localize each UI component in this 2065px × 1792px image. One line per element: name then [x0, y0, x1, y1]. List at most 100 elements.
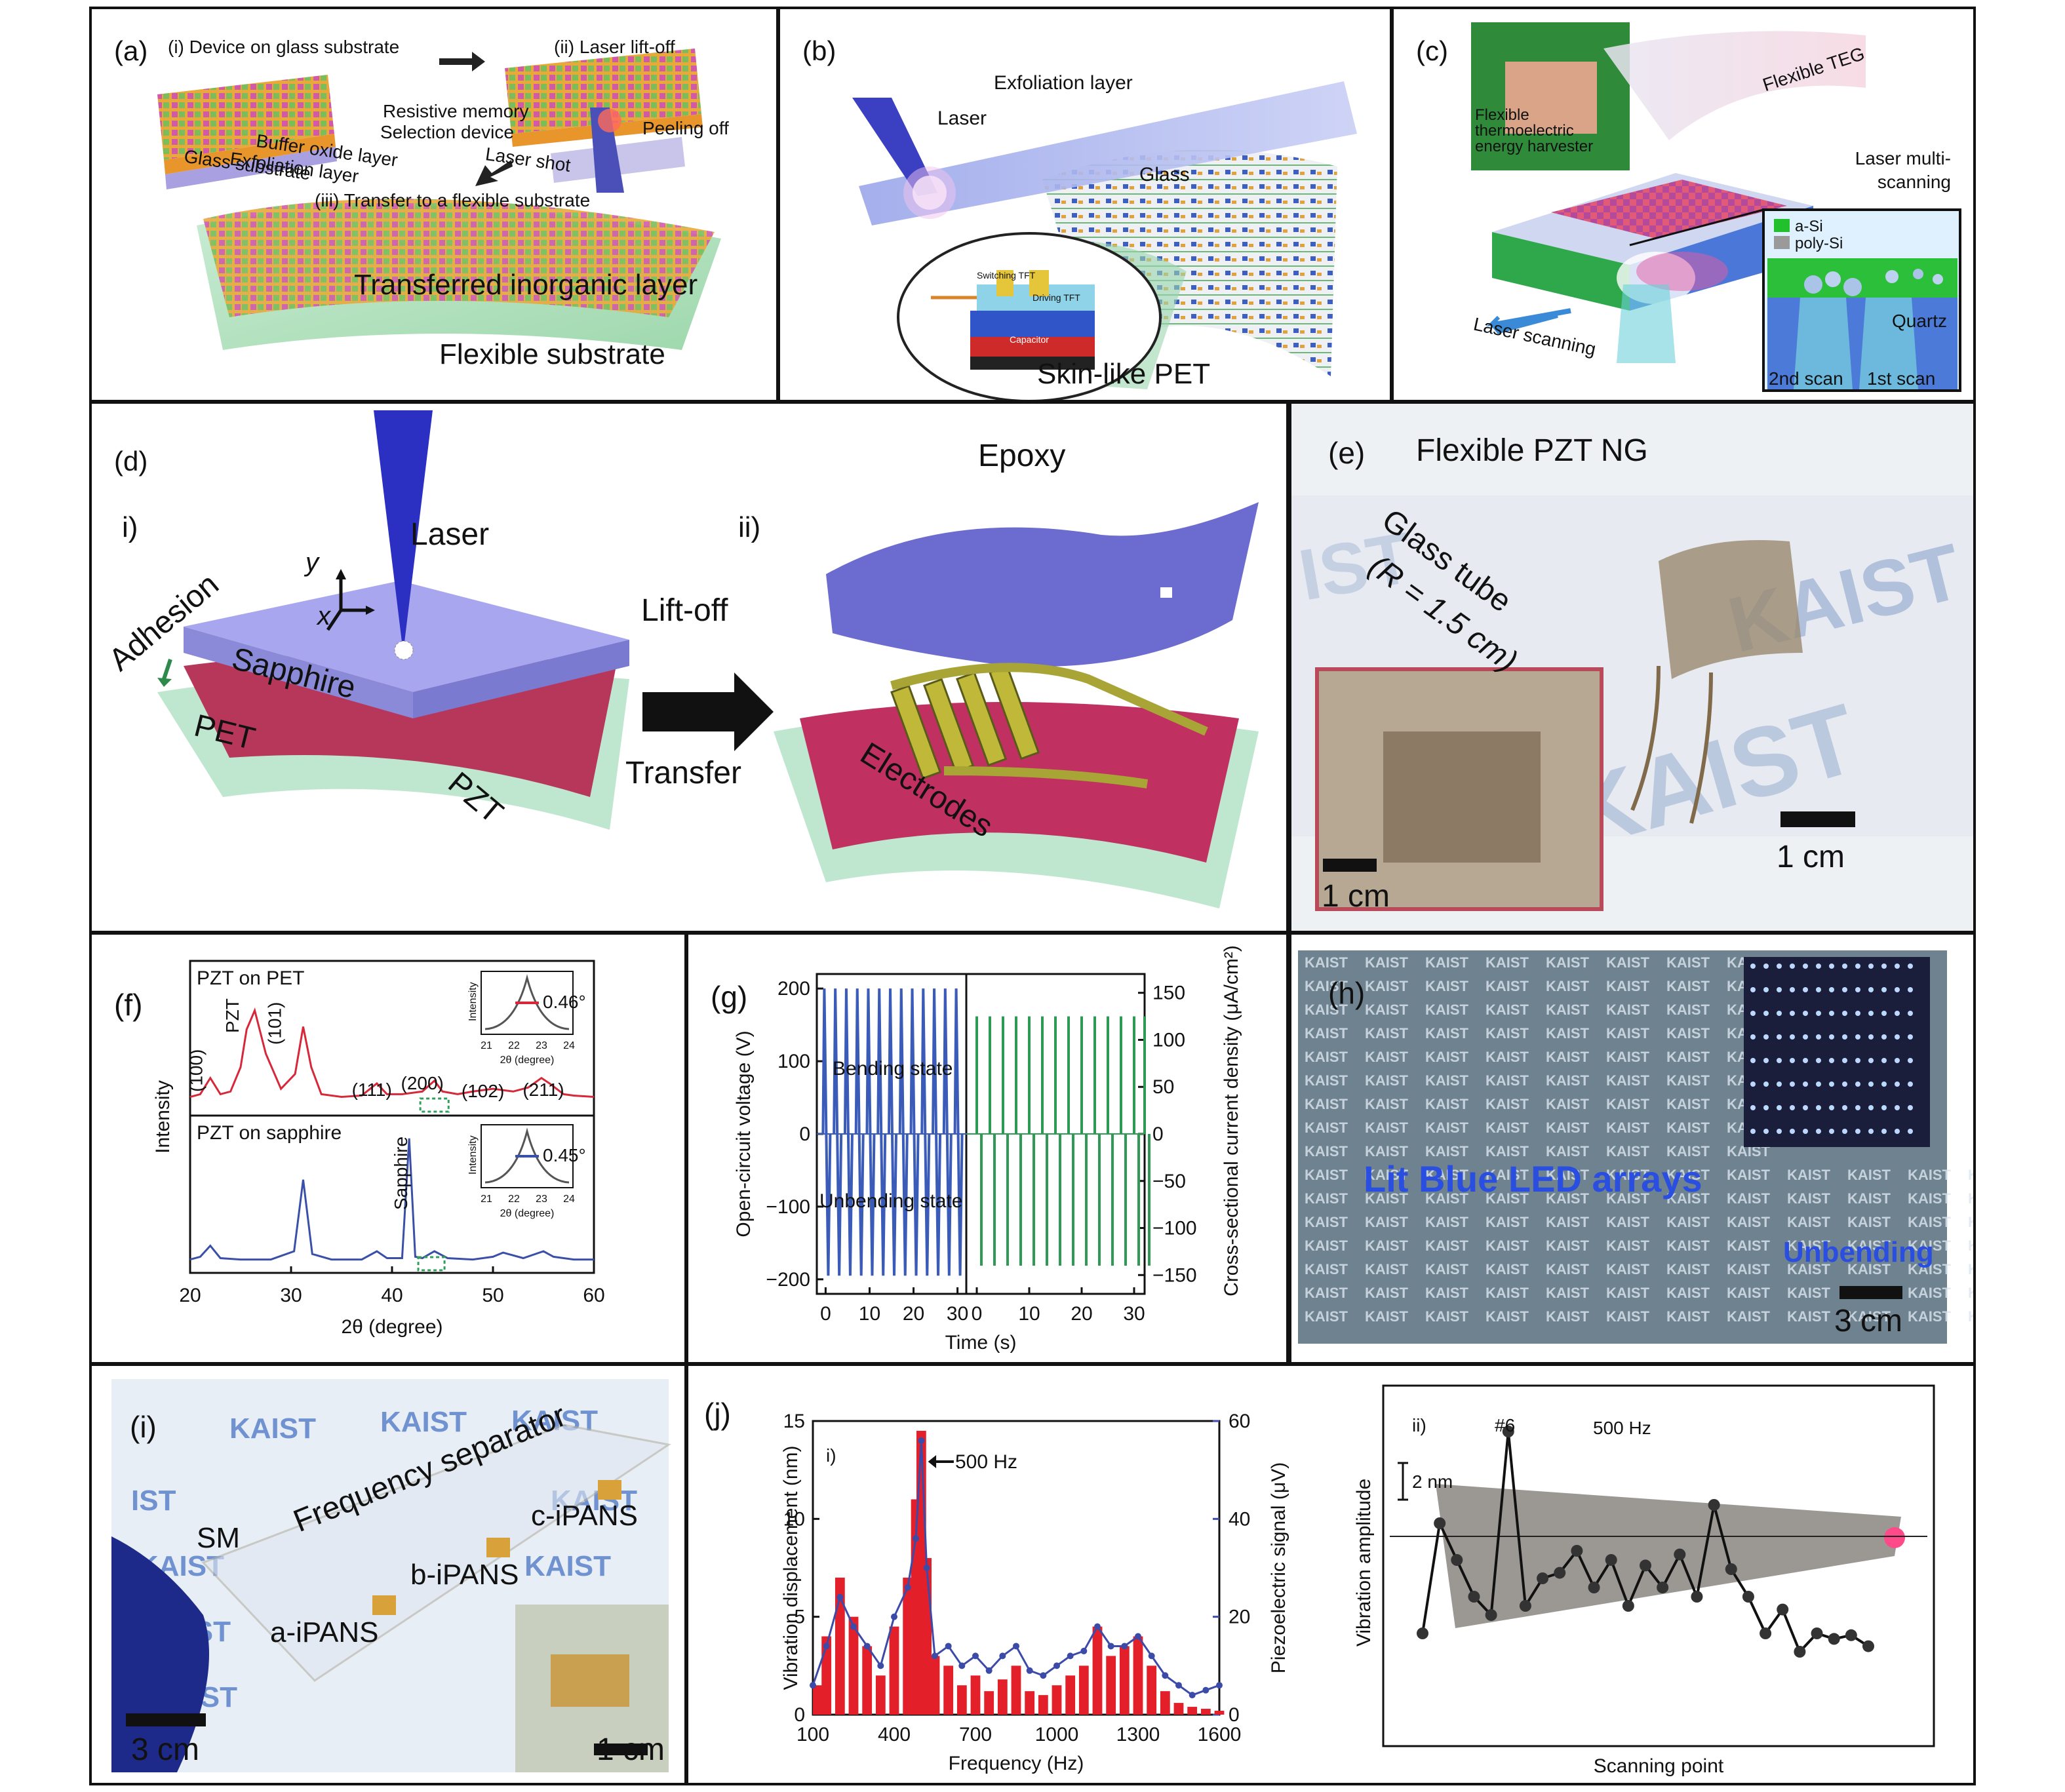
displacement-bar	[875, 1675, 886, 1715]
kaist-watermark: KAIST	[1908, 1285, 1952, 1301]
kaist-watermark: KAIST	[1968, 1167, 1973, 1183]
x-axis-label: 2θ (degree)	[341, 1316, 442, 1338]
kaist-watermark: KAIST	[1305, 1261, 1348, 1277]
kaist-watermark: KAIST	[1425, 1072, 1469, 1089]
kaist-watermark: KAIST	[1847, 1214, 1891, 1230]
panel-b: (b) Exfoliation layer Laser Glass Switch…	[780, 9, 1390, 400]
kaist-watermark: KAIST	[1365, 954, 1409, 971]
led-dot	[1790, 1129, 1795, 1134]
led-dot	[1803, 1034, 1808, 1040]
kaist-watermark: KAIST	[1305, 1072, 1348, 1089]
led-dot	[1803, 1129, 1808, 1134]
piezo-signal-point	[1189, 1692, 1196, 1699]
piezo-signal-point	[1121, 1643, 1128, 1650]
x-tick-label: 10	[1018, 1303, 1040, 1325]
panel-d: (d) i) ii) Laser y x Adhesion Sapphire P…	[92, 404, 1286, 931]
voltage-pulse	[888, 988, 897, 1276]
y2-tick-label: 0	[1229, 1704, 1240, 1726]
y-tick-label: 10	[783, 1508, 805, 1530]
scale-main-label: 3 cm	[131, 1732, 200, 1767]
amplitude-point	[1657, 1582, 1669, 1593]
voltage-pulse	[942, 988, 953, 1276]
panel-a: (a) (i) Device on glass substrate (ii) L…	[92, 9, 776, 400]
led-dot	[1829, 1129, 1834, 1134]
kaist-watermark: KAIST	[1546, 1190, 1590, 1207]
kaist-watermark: KAIST	[1546, 1237, 1590, 1254]
inset-top-tick: 23	[536, 1040, 547, 1051]
kaist-watermark: KAIST	[1305, 954, 1348, 971]
x-axis-label: Frequency (Hz)	[949, 1753, 1084, 1774]
led-dot	[1763, 1105, 1769, 1110]
led-dot	[1895, 1011, 1900, 1016]
displacement-bar	[943, 1665, 954, 1715]
led-dot	[1763, 987, 1769, 992]
led-dot	[1855, 1129, 1860, 1134]
led-dot	[1842, 1034, 1847, 1040]
photo-caption: Flexible thermoelectric energy harvester	[1475, 106, 1594, 155]
kaist-watermark: KAIST	[1606, 1049, 1650, 1065]
voltage-pulse	[898, 988, 909, 1276]
kaist-watermark: KAIST	[1666, 1308, 1710, 1325]
piezo-signal-point	[1067, 1652, 1074, 1660]
y-tick-label: 100	[777, 1051, 810, 1072]
voltage-pulse	[932, 988, 942, 1276]
kaist-watermark: KAIST	[1365, 1285, 1409, 1301]
kaist-watermark: KAIST	[1787, 1308, 1831, 1325]
piezo-signal-point	[863, 1643, 871, 1650]
kaist-watermark: KAIST	[1485, 1143, 1529, 1159]
amplitude-point	[1485, 1609, 1497, 1621]
led-dot	[1895, 964, 1900, 969]
led-dot	[1803, 1081, 1808, 1087]
kaist-watermark: KAIST	[1365, 1049, 1409, 1065]
kaist-watermark: KAIST	[1425, 1308, 1469, 1325]
led-dot	[1829, 1105, 1834, 1110]
beam-photo	[1436, 1484, 1901, 1628]
subplot-i-label: i)	[826, 1445, 836, 1466]
led-dot	[1881, 1105, 1887, 1110]
step-ii-label: ii)	[738, 511, 761, 543]
peak-label: (100)	[186, 1049, 206, 1092]
scale-main-label: 1 cm	[1777, 840, 1845, 874]
flexible-pzt-title: Flexible PZT NG	[1416, 433, 1648, 468]
kaist-watermark: KAIST	[1606, 1285, 1650, 1301]
piezo-signal-point	[945, 1643, 952, 1650]
amplitude-point	[1502, 1426, 1514, 1437]
y2-tick-label: 40	[1229, 1508, 1250, 1530]
piezo-signal-point	[1053, 1662, 1060, 1669]
displacement-bar	[984, 1691, 994, 1715]
led-dot	[1750, 1129, 1756, 1134]
amplitude-point	[1451, 1554, 1463, 1566]
kaist-watermark: KAIST	[1546, 1025, 1590, 1042]
piezo-signal-point	[1026, 1667, 1033, 1674]
displacement-bar	[813, 1685, 823, 1715]
led-dot	[1868, 964, 1874, 969]
y2-tick-label: 100	[1152, 1029, 1185, 1051]
x-tick-label: 20	[179, 1285, 201, 1306]
unbending-label: Unbending	[1783, 1236, 1934, 1268]
led-dot	[1908, 1058, 1913, 1063]
led-dot	[1803, 1011, 1808, 1016]
peak-label: (200)	[401, 1073, 444, 1093]
kaist-watermark: KAIST	[1727, 1261, 1771, 1277]
led-dot	[1868, 1011, 1874, 1016]
kaist-watermark: KAIST	[1365, 1308, 1409, 1325]
kaist-watermark: KAIST	[1365, 1167, 1409, 1183]
kaist-watermark: KAIST	[1305, 1167, 1348, 1183]
kaist-watermark: KAIST	[1365, 1002, 1409, 1018]
kaist-watermark: KAIST	[1546, 1308, 1590, 1325]
scale-inset-label: 1 cm	[1322, 879, 1390, 914]
exfoliation-layer-label: Exfoliation layer	[994, 72, 1133, 94]
kaist-watermark: KAIST	[1365, 978, 1409, 994]
amplitude-point	[1708, 1499, 1720, 1511]
kaist-watermark: KAIST	[1305, 978, 1348, 994]
led-dot	[1777, 1105, 1782, 1110]
kaist-watermark: KAIST	[1606, 1002, 1650, 1018]
kaist-watermark: KAIST	[1425, 1167, 1469, 1183]
y2-tick-label: 50	[1152, 1076, 1174, 1098]
voltage-pulse	[876, 988, 887, 1276]
kaist-watermark: KAIST	[1365, 1261, 1409, 1277]
piezo-signal-point	[999, 1652, 1006, 1660]
kaist-watermark: KAIST	[1606, 954, 1650, 971]
led-dot	[1763, 1129, 1769, 1134]
glass-label: Glass	[1139, 164, 1190, 185]
